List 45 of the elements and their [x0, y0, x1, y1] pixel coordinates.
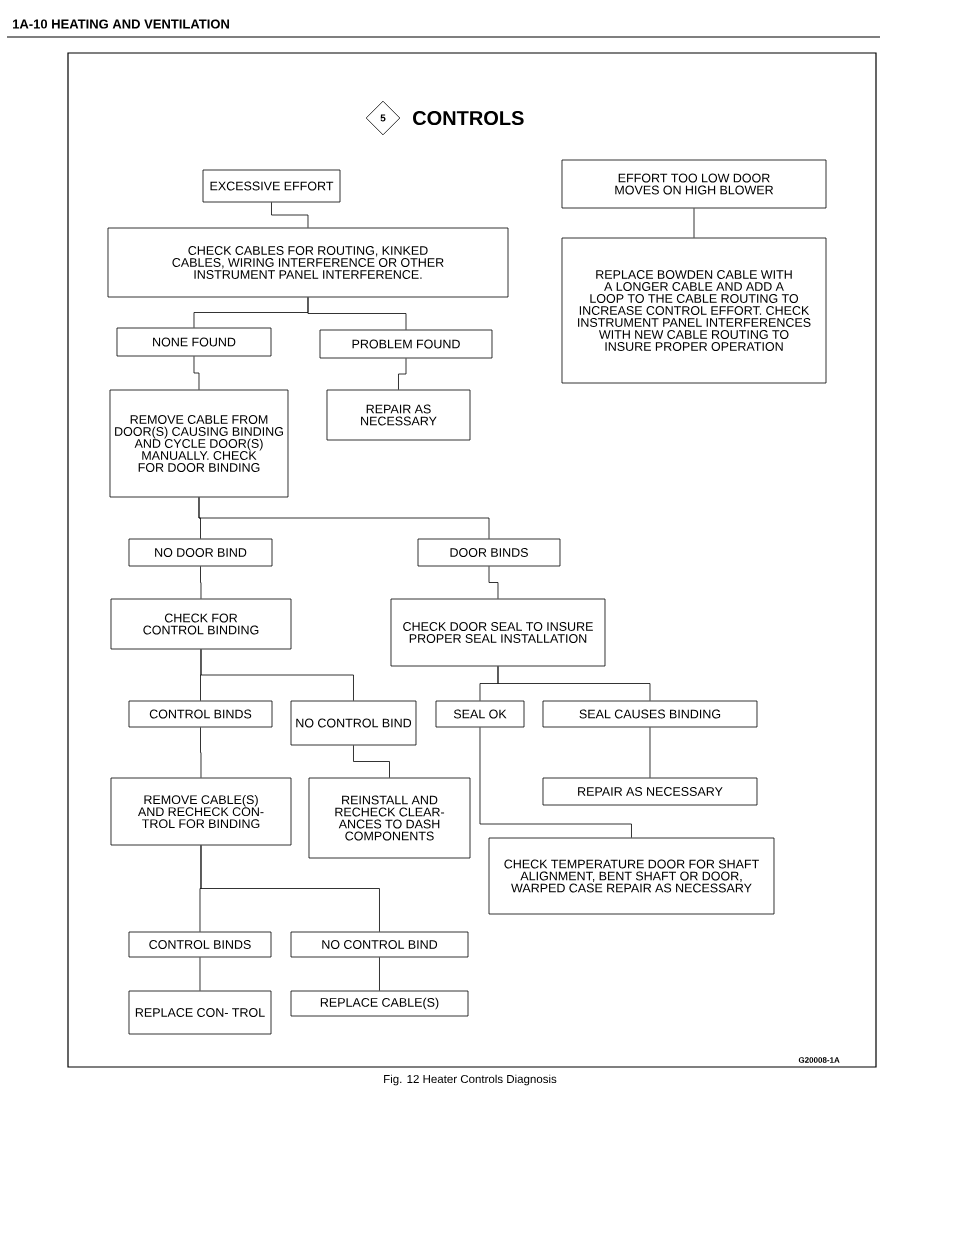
connector-line [497, 666, 651, 701]
process-box: REPLACE BOWDEN CABLE WITH A LONGER CABLE AND ADD A LOOP TO THE CABLE ROUTING TO INCREASE CONTROL EFFORT. CHECK INSTRUMENT PANEL INTERFERENCES WITH NEW CABLE ROUTING TO INSURE PROPER OPERATION [561, 237, 827, 384]
process-box: CHECK FOR CONTROL BINDING [110, 598, 292, 650]
process-box: REPLACE CON- TROL [128, 990, 272, 1035]
process-box: DOOR BINDS [417, 538, 561, 567]
process-box: NO CONTROL BIND [290, 700, 417, 746]
connector-line [398, 358, 407, 390]
connector-line [479, 727, 632, 838]
process-box: SEAL OK [435, 700, 525, 728]
process-box: EFFORT TOO LOW DOOR MOVES ON HIGH BLOWER [561, 159, 827, 209]
connector-line [693, 208, 695, 238]
process-box: CHECK TEMPERATURE DOOR FOR SHAFT ALIGNMENT, BENT SHAFT OR DOOR, WARPED CASE REPAIR AS NECESSARY [488, 837, 775, 915]
connector-line [200, 649, 354, 701]
connector-line [353, 745, 390, 778]
process-box: CHECK CABLES FOR ROUTING, KINKED CABLES, WIRING INTERFERENCE OR OTHER INSTRUMENT PANEL INTERFERENCE. [107, 227, 509, 298]
process-box: PROBLEM FOUND [319, 329, 493, 359]
connector-line [200, 845, 380, 932]
process-box: REPAIR AS NECESSARY [542, 777, 758, 806]
process-box: NO CONTROL BIND [290, 931, 469, 958]
connector-line [307, 297, 407, 330]
process-box: NO DOOR BIND [128, 538, 273, 567]
process-box: NONE FOUND [116, 327, 272, 357]
process-box: REPLACE CABLE(S) [290, 990, 469, 1017]
connector-line [198, 497, 490, 539]
process-box: CONTROL BINDS [128, 700, 273, 728]
connector-line [193, 356, 200, 390]
connector-line [379, 957, 380, 991]
process-box: REMOVE CABLE(S) AND RECHECK CON- TROL FOR BINDING [110, 777, 292, 846]
page-header: 1A-10 HEATING AND VENTILATION [13, 19, 229, 29]
process-box: REMOVE CABLE FROM DOOR(S) CAUSING BINDING AND CYCLE DOOR(S) MANUALLY. CHECK FOR DOOR BINDING [109, 389, 289, 498]
process-box: CONTROL BINDS [128, 931, 272, 958]
process-box: CHECK DOOR SEAL TO INSURE PROPER SEAL INSTALLATION [390, 598, 606, 667]
connector-line [649, 727, 651, 778]
caption: Fig. 12 Heater Controls Diagnosis [384, 1074, 557, 1086]
connector-line [199, 957, 201, 991]
figure-code: G20008-1A [798, 1057, 840, 1063]
connector-line [488, 566, 499, 599]
process-box: REPAIR AS NECESSARY [326, 389, 471, 441]
connector-line [271, 202, 309, 228]
process-box: REINSTALL AND RECHECK CLEAR- ANCES TO DASH COMPONENTS [308, 777, 471, 859]
connector-line [200, 566, 202, 599]
connector-line [200, 727, 202, 778]
process-box: SEAL CAUSES BINDING [542, 700, 758, 728]
process-box: EXCESSIVE EFFORT [202, 169, 341, 203]
title: CONTROLS [413, 110, 524, 126]
